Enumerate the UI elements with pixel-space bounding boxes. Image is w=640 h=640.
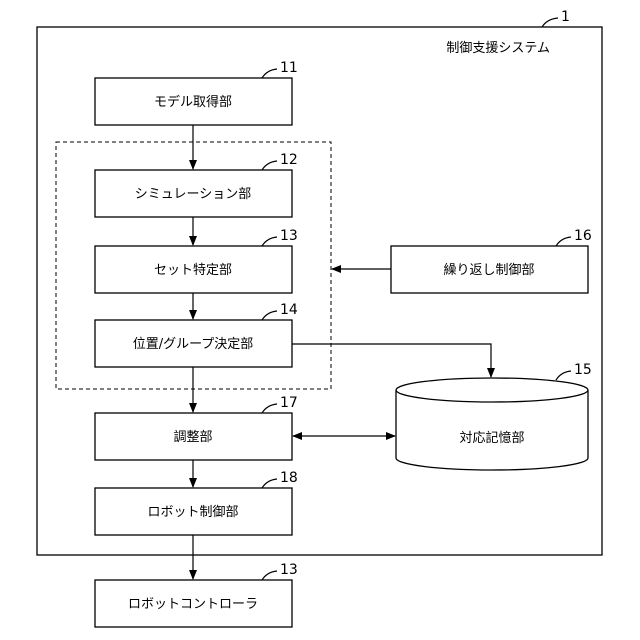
set-identification-label: セット特定部 [154, 263, 232, 278]
robot-control-block: ロボット制御部 18 [95, 470, 298, 535]
simulation-label: シミュレーション部 [135, 187, 251, 202]
adjustment-label: 調整部 [173, 430, 212, 445]
robot-control-label: ロボット制御部 [147, 505, 238, 520]
model-acquisition-block: モデル取得部 11 [95, 60, 298, 125]
simulation-block: シミュレーション部 12 [95, 152, 298, 217]
repeat-control-label: 繰り返し制御部 [443, 263, 534, 278]
adjustment-block: 調整部 17 [95, 395, 298, 460]
robot-controller-label: ロボットコントローラ [128, 597, 258, 612]
system-title: 制御支援システム [446, 41, 550, 56]
position-group-label: 位置/グループ決定部 [133, 337, 254, 352]
robot-controller-ref: 13 [280, 562, 298, 578]
simulation-ref: 12 [280, 152, 298, 168]
system-ref-leader [542, 18, 558, 27]
set-identification-block: セット特定部 13 [95, 228, 298, 293]
arrow-position-to-storage [292, 344, 491, 377]
repeat-control-block: 繰り返し制御部 16 [391, 228, 592, 293]
model-acquisition-ref: 11 [280, 60, 298, 76]
position-group-ref: 14 [280, 302, 298, 318]
robot-control-ref: 18 [280, 470, 298, 486]
system-ref: 1 [561, 9, 570, 25]
repeat-control-ref: 16 [574, 228, 592, 244]
position-group-block: 位置/グループ決定部 14 [95, 302, 298, 367]
correspondence-storage-ref: 15 [574, 362, 592, 378]
robot-controller-block: ロボットコントローラ 13 [95, 562, 298, 627]
set-identification-ref: 13 [280, 228, 298, 244]
model-acquisition-label: モデル取得部 [154, 94, 232, 110]
adjustment-ref: 17 [280, 395, 298, 411]
correspondence-storage-label: 対応記憶部 [459, 430, 524, 446]
correspondence-storage-cylinder: 対応記憶部 15 [396, 362, 592, 470]
